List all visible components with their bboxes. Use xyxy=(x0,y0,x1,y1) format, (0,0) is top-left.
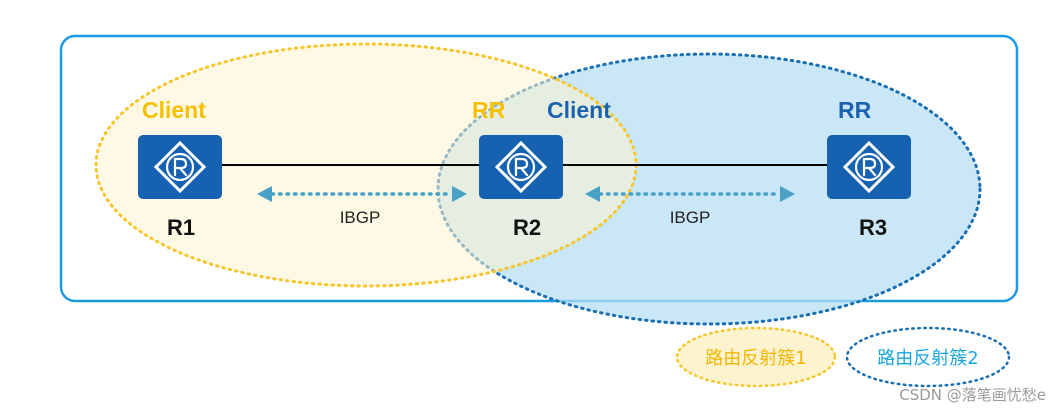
ibgp-arrow-r1-r2 xyxy=(257,186,467,202)
legend-cluster-1-swatch xyxy=(675,326,837,388)
legend-cluster-2: 路由反射簇2 xyxy=(845,326,1011,388)
router-icon xyxy=(136,133,224,201)
ibgp-arrow-r2-r3 xyxy=(585,186,795,202)
router-icon xyxy=(477,133,565,201)
router-r3 xyxy=(825,133,913,201)
router-icon xyxy=(825,133,913,201)
legend-cluster-2-swatch xyxy=(845,326,1011,388)
legend-cluster-2-label: 路由反射簇2 xyxy=(877,348,978,369)
watermark: CSDN @落笔画忧愁e xyxy=(899,386,1046,404)
r2-rr-label: RR xyxy=(472,97,506,123)
r1-role-label: Client xyxy=(142,97,206,123)
ibgp-label-r2-r3: IBGP xyxy=(670,208,711,227)
r3-role-label: RR xyxy=(838,97,872,123)
r2-client-label: Client xyxy=(547,97,611,123)
router-r2 xyxy=(477,133,565,201)
router-r1-name: R1 xyxy=(167,215,195,240)
legend-cluster-1: 路由反射簇1 xyxy=(675,326,837,388)
ibgp-label-r1-r2: IBGP xyxy=(340,208,381,227)
router-r3-name: R3 xyxy=(859,215,887,240)
router-r2-name: R2 xyxy=(513,215,541,240)
legend-cluster-1-label: 路由反射簇1 xyxy=(705,348,806,369)
router-r1 xyxy=(136,133,224,201)
